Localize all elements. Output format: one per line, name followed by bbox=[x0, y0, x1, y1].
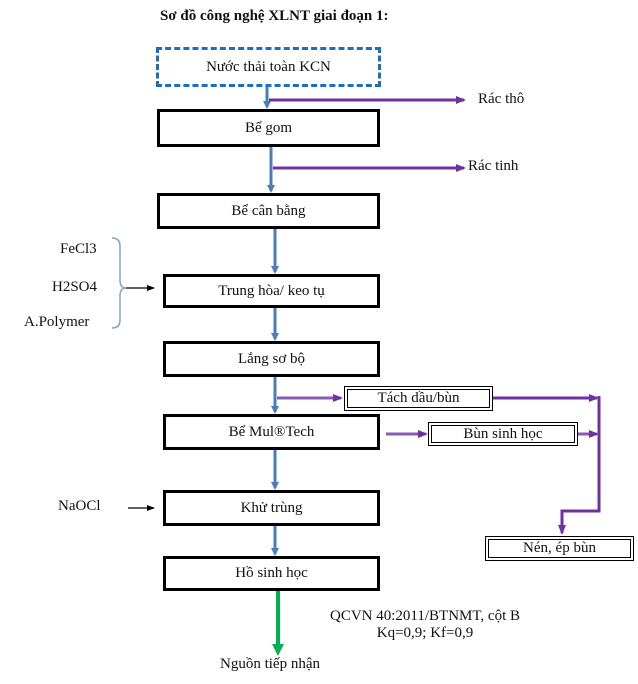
fine-trash-label: Rác tinh bbox=[468, 158, 519, 174]
node-label: Tách dầu/bùn bbox=[377, 390, 460, 406]
node-label: Nén, ép bùn bbox=[523, 540, 596, 556]
sludge-press-node: Nén, ép bùn bbox=[485, 536, 634, 561]
source-node: Nước thải toàn KCN bbox=[156, 47, 381, 87]
node-label: Bùn sinh học bbox=[463, 425, 543, 442]
standard-line-1: QCVN 40:2011/BTNMT, cột B bbox=[330, 608, 520, 624]
step-equalization-tank: Bể cân bằng bbox=[157, 193, 380, 229]
standard-line-2: Kq=0,9; Kf=0,9 bbox=[376, 625, 474, 641]
step-label: Bể Mul®Tech bbox=[228, 423, 315, 440]
chemical-polymer: A.Polymer bbox=[24, 314, 90, 330]
step-label: Khử trùng bbox=[240, 499, 303, 516]
step-biological-pond: Hồ sinh học bbox=[163, 556, 380, 591]
chemical-naocl: NaOCl bbox=[58, 498, 101, 514]
step-neutralization-coagulation: Trung hòa/ keo tụ bbox=[163, 274, 380, 308]
chemicals-brace bbox=[111, 237, 127, 329]
step-collection-tank: Bể gom bbox=[157, 109, 380, 147]
receiving-water-label: Nguồn tiếp nhận bbox=[220, 656, 320, 672]
step-label: Trung hòa/ keo tụ bbox=[218, 282, 325, 299]
step-label: Bể gom bbox=[244, 119, 293, 136]
step-multech-tank: Bể Mul®Tech bbox=[163, 414, 380, 450]
oil-sludge-separation-node: Tách dầu/bùn bbox=[344, 386, 493, 411]
step-label: Bể cân bằng bbox=[231, 202, 306, 219]
coarse-trash-label: Rác thô bbox=[478, 91, 525, 107]
step-label: Lắng sơ bộ bbox=[237, 350, 306, 367]
chemical-fecl3: FeCl3 bbox=[60, 241, 97, 257]
diagram-title: Sơ đồ công nghệ XLNT giai đoạn 1: bbox=[160, 8, 389, 24]
biological-sludge-node: Bùn sinh học bbox=[428, 422, 578, 446]
step-primary-settling: Lắng sơ bộ bbox=[163, 341, 380, 377]
discharge-standard: QCVN 40:2011/BTNMT, cột B Kq=0,9; Kf=0,9 bbox=[312, 608, 538, 642]
step-label: Hồ sinh học bbox=[235, 565, 308, 581]
sludge-collector-line bbox=[558, 396, 601, 535]
source-label: Nước thải toàn KCN bbox=[206, 58, 331, 75]
step-disinfection: Khử trùng bbox=[163, 490, 380, 526]
chemical-h2so4: H2SO4 bbox=[52, 279, 98, 295]
